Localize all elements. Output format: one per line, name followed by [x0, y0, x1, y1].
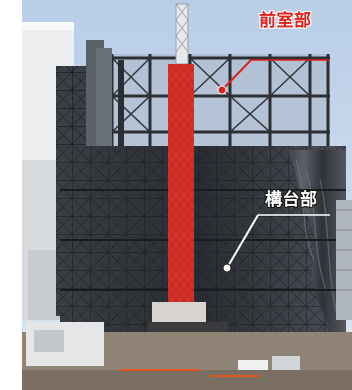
label-gantry: 構台部	[265, 190, 318, 210]
crane	[140, 3, 230, 368]
ground	[0, 322, 352, 390]
right-scaffold	[336, 200, 352, 320]
upper-frame	[104, 54, 330, 150]
image-border	[0, 0, 22, 390]
callout-front-room	[217, 59, 330, 95]
callout-gantry	[222, 214, 330, 273]
covered-gantry	[60, 146, 346, 340]
label-front-room: 前室部	[259, 11, 312, 31]
